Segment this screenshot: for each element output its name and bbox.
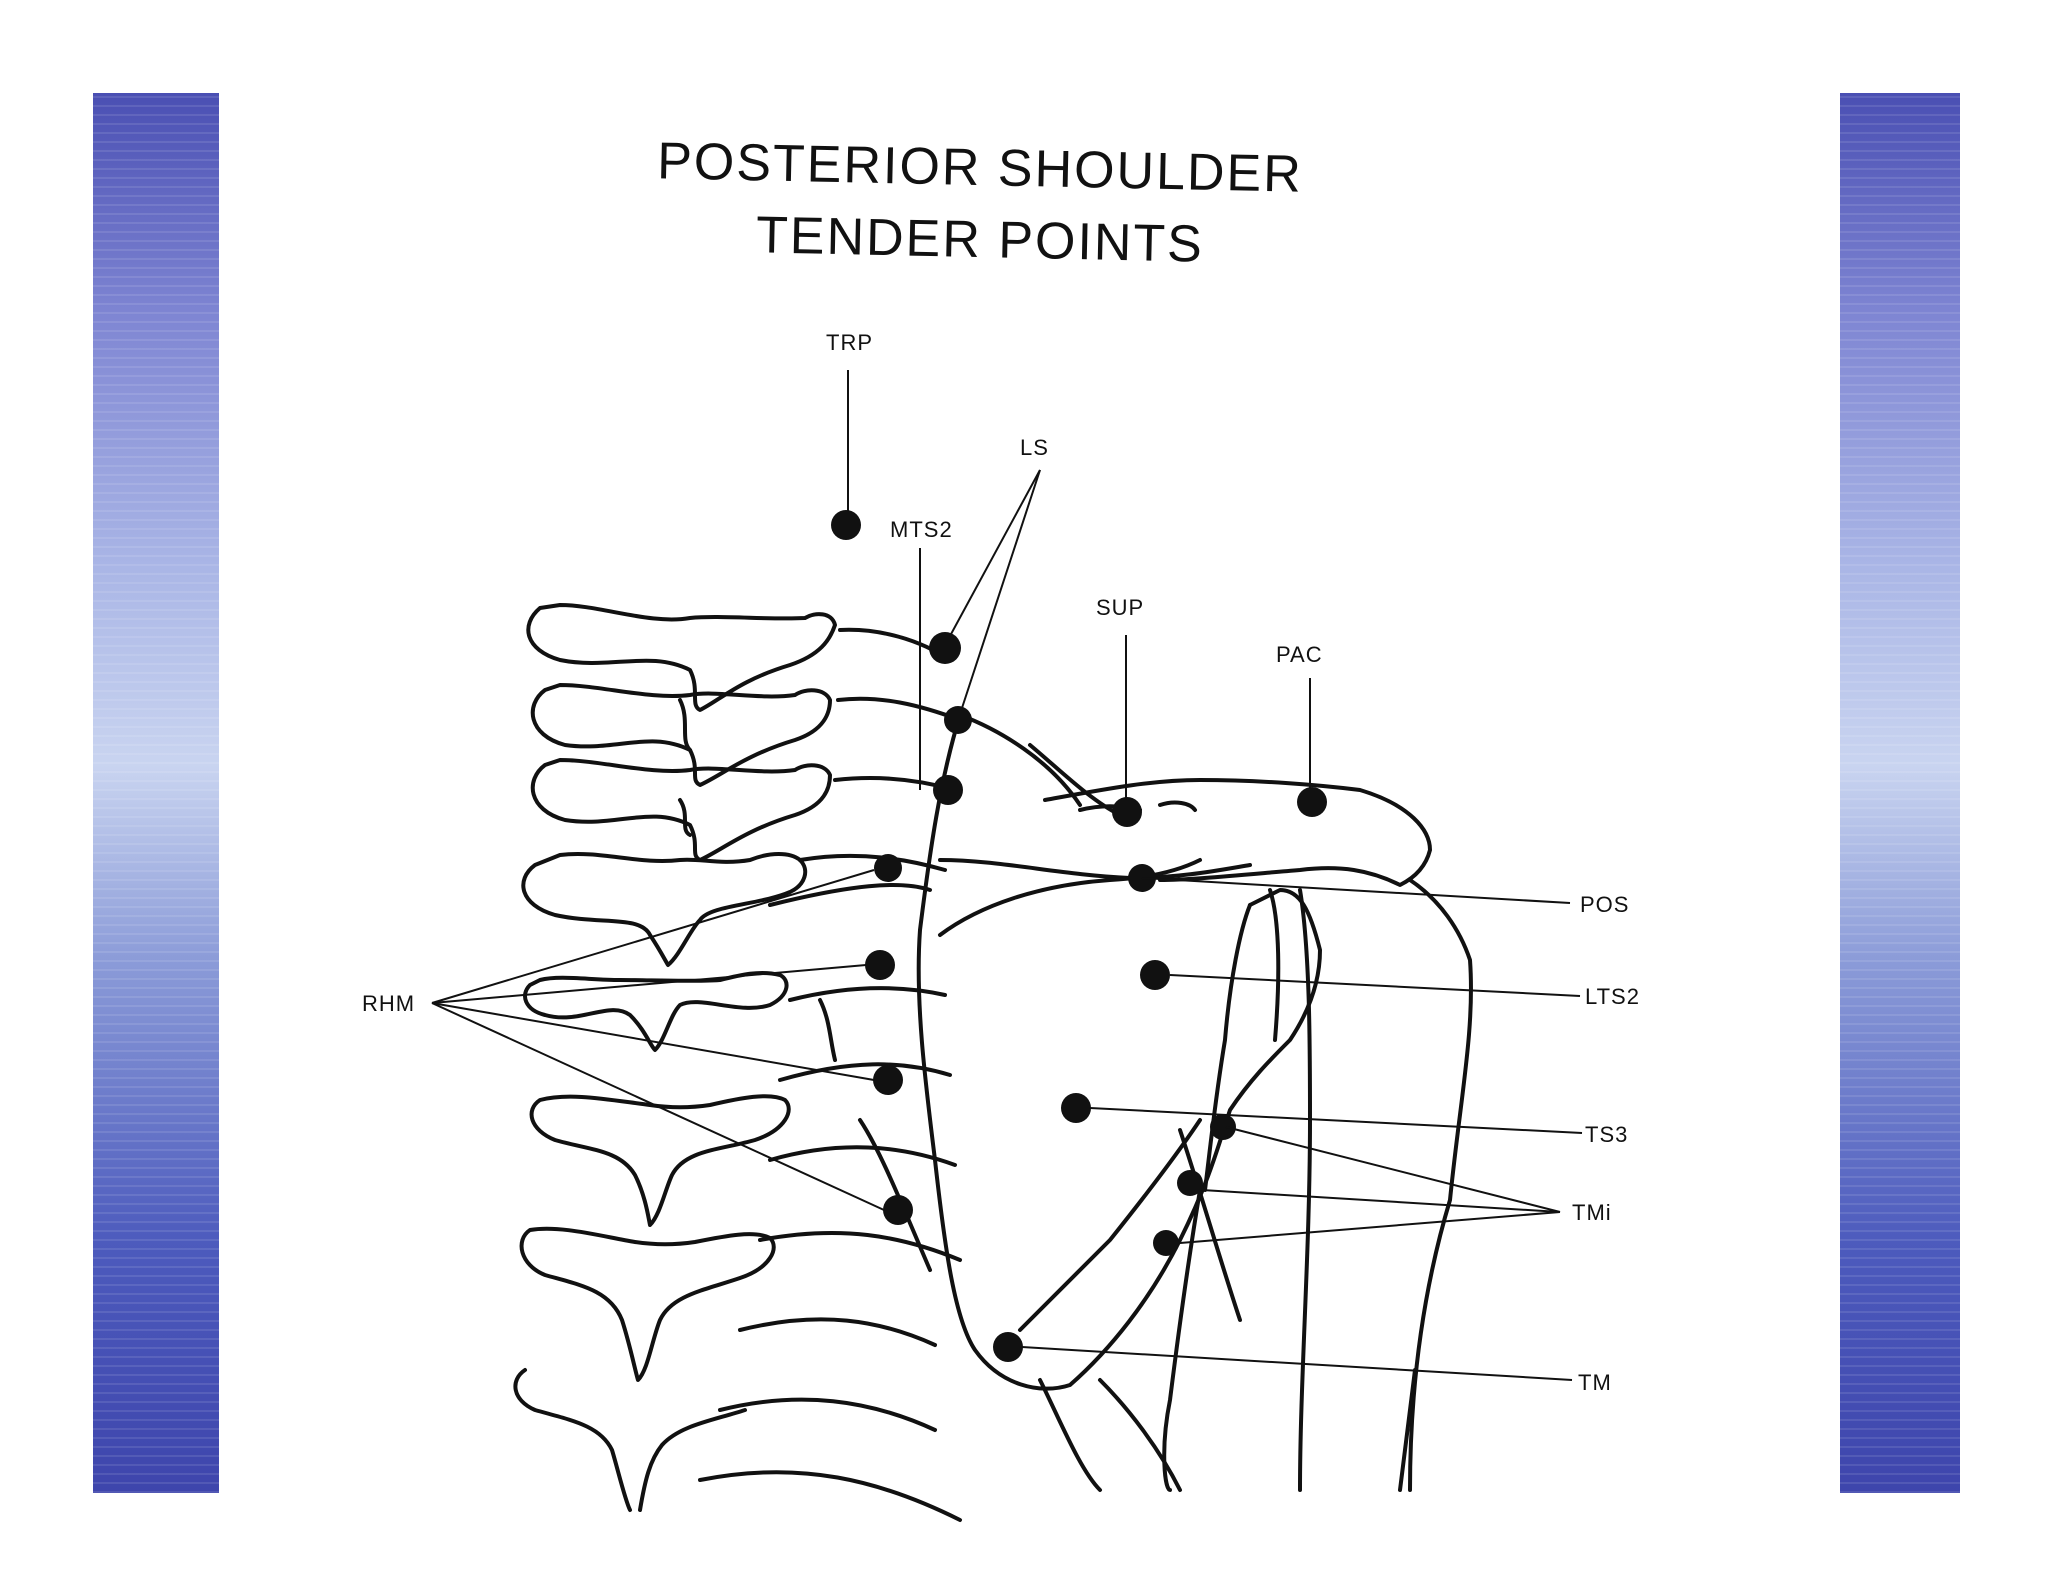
- label-tmi: TMi: [1572, 1200, 1612, 1225]
- tender-point-lts2: [1140, 960, 1170, 990]
- tender-point-rhm-3: [873, 1065, 903, 1095]
- tender-point-pac: [1297, 787, 1327, 817]
- tender-point-ls-upper: [929, 632, 961, 664]
- label-trp: TRP: [826, 330, 873, 355]
- left-decorative-panel: [93, 93, 219, 1493]
- label-lts2: LTS2: [1585, 984, 1640, 1009]
- vertebral-column: [513, 603, 837, 1512]
- tender-point-trp: [831, 510, 861, 540]
- tender-point-rhm-1: [874, 854, 902, 882]
- label-rhm: RHM: [362, 991, 415, 1016]
- scapula: [916, 713, 1473, 1492]
- label-mts2: MTS2: [890, 517, 953, 542]
- tender-points: [831, 510, 1327, 1362]
- label-ls: LS: [1020, 435, 1049, 460]
- label-tm: TM: [1578, 1370, 1612, 1395]
- tender-point-rhm-4: [883, 1195, 913, 1225]
- label-pos: POS: [1580, 892, 1629, 917]
- label-sup: SUP: [1096, 595, 1144, 620]
- tender-point-ls-lower: [944, 706, 972, 734]
- tender-point-sup: [1112, 797, 1142, 827]
- tender-point-tmi-3: [1153, 1230, 1179, 1256]
- label-ts3: TS3: [1585, 1122, 1628, 1147]
- right-decorative-panel: [1840, 93, 1960, 1493]
- tender-point-tmi-1: [1210, 1114, 1236, 1140]
- tender-point-rhm-2: [865, 950, 895, 980]
- tender-point-tmi-2: [1177, 1170, 1203, 1196]
- label-pac: PAC: [1276, 642, 1323, 667]
- tender-point-ts3: [1061, 1093, 1091, 1123]
- tender-point-tm: [993, 1332, 1023, 1362]
- point-labels: TRP LS MTS2 SUP PAC POS LTS2 RHM TS3 TMi…: [362, 330, 1640, 1395]
- tender-point-mts2: [933, 775, 963, 805]
- leader-lines: [431, 370, 1583, 1381]
